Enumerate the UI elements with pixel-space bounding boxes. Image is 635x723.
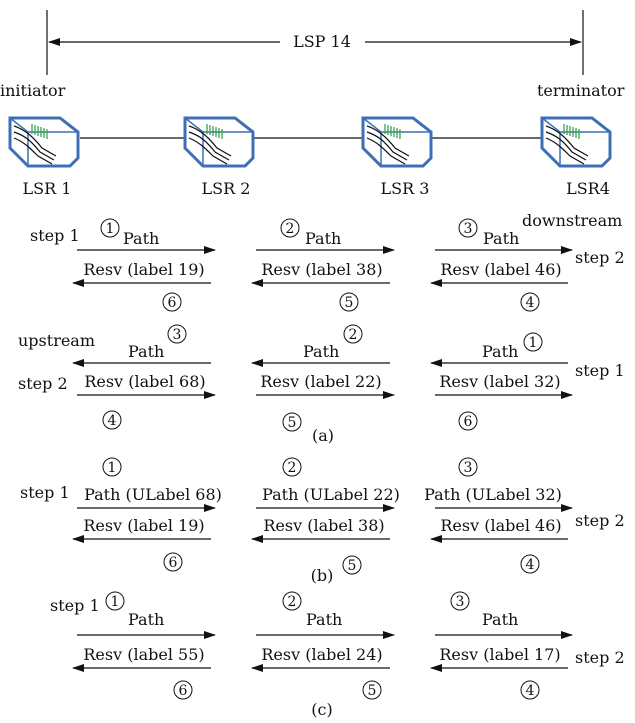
router-label-4: LSR4	[566, 179, 610, 198]
b-hop3-path: Path (ULabel 32)	[424, 485, 562, 504]
a-bottom-hop2-path: Path	[303, 342, 339, 361]
a-top-left-step: step 1	[30, 226, 80, 245]
b-right-step: step 2	[575, 511, 625, 530]
a-bottom-hop3-path: Path	[482, 342, 518, 361]
b-hop2-resv: Resv (label 38)	[263, 516, 384, 535]
b-hop2-path: Path (ULabel 22)	[262, 485, 400, 504]
c-hop3-back-num: 4	[526, 683, 535, 699]
c-hop2-num: 2	[288, 594, 297, 610]
a-bottom-hop2-back-num: 5	[288, 415, 297, 431]
terminator-label: terminator	[537, 81, 625, 100]
b-hop3-step-badge	[458, 457, 478, 477]
c-hop1-resv: Resv (label 55)	[83, 645, 204, 664]
router-icon	[361, 116, 433, 168]
a-bottom-right-step: step 1	[575, 361, 625, 380]
a-top-hop3-path: Path	[483, 229, 519, 248]
c-hop1-path: Path	[128, 610, 164, 629]
a-top-hop2-num: 2	[286, 221, 295, 237]
b-hop1-step-badge	[102, 457, 122, 477]
a-bottom-hop2-num: 2	[349, 327, 358, 343]
c-left-step: step 1	[50, 596, 100, 615]
a-bottom-hop1-num: 3	[173, 327, 182, 343]
a-top-hop1-back-num: 6	[168, 295, 177, 311]
c-hop2-return-badge	[362, 680, 382, 700]
a-top-hop3-step-badge	[458, 218, 478, 238]
c-hop3-resv: Resv (label 17)	[439, 645, 560, 664]
a-bottom-left-note: upstream	[18, 331, 95, 350]
a-top-hop1-return-badge	[162, 292, 182, 312]
a-top-hop1-path: Path	[123, 229, 159, 248]
c-right-step: step 2	[575, 648, 625, 667]
a-bottom-hop1-return-badge	[102, 410, 122, 430]
c-hop2-back-num: 5	[368, 683, 377, 699]
b-hop3-resv: Resv (label 46)	[440, 516, 561, 535]
a-bottom-hop1-path: Path	[128, 342, 164, 361]
a-top-hop2-back-num: 5	[345, 295, 354, 311]
a-bottom-hop3-num: 1	[529, 335, 538, 351]
a-top-hop1-resv: Resv (label 19)	[83, 260, 204, 279]
b-hop1-return-badge	[163, 552, 183, 572]
b-hop2-num: 2	[288, 460, 297, 476]
a-bottom-hop2-step-badge	[343, 324, 363, 344]
a-label: (a)	[312, 426, 334, 445]
a-bottom-hop1-resv: Resv (label 68)	[84, 372, 205, 391]
c-hop1-num: 1	[111, 594, 120, 610]
b-left-step: step 1	[20, 483, 70, 502]
a-top-hop3-resv: Resv (label 46)	[440, 260, 561, 279]
lsp-label: LSP 14	[293, 32, 351, 51]
c-hop1-return-badge	[173, 680, 193, 700]
c-label: (c)	[311, 700, 332, 719]
router-label-2: LSR 2	[202, 179, 251, 198]
a-top-right-note: downstream	[522, 211, 622, 230]
a-top-hop2-resv: Resv (label 38)	[261, 260, 382, 279]
a-top-hop2-path: Path	[305, 229, 341, 248]
router-label-1: LSR 1	[23, 179, 72, 198]
b-hop3-return-badge	[520, 554, 540, 574]
a-bottom-hop3-return-badge	[458, 411, 478, 431]
c-hop1-step-badge	[105, 591, 125, 611]
a-bottom-left-step: step 2	[18, 374, 68, 393]
b-hop3-back-num: 4	[526, 557, 535, 573]
c-hop2-resv: Resv (label 24)	[261, 645, 382, 664]
a-top-hop2-return-badge	[339, 292, 359, 312]
a-top-hop3-back-num: 4	[526, 295, 535, 311]
b-hop1-path: Path (ULabel 68)	[84, 485, 222, 504]
a-bottom-hop3-back-num: 6	[464, 414, 473, 430]
router-icon	[8, 116, 80, 168]
a-top-hop2-step-badge	[280, 218, 300, 238]
b-hop1-back-num: 6	[169, 555, 178, 571]
c-hop1-back-num: 6	[179, 683, 188, 699]
b-hop2-step-badge	[282, 457, 302, 477]
b-hop2-back-num: 5	[348, 558, 357, 574]
a-top-hop3-return-badge	[520, 292, 540, 312]
c-hop3-num: 3	[456, 594, 465, 610]
a-top-hop1-step-badge	[100, 218, 120, 238]
b-hop3-num: 3	[464, 460, 473, 476]
a-bottom-hop3-resv: Resv (label 32)	[439, 372, 560, 391]
c-hop3-return-badge	[520, 680, 540, 700]
initiator-label: initiator	[0, 81, 66, 100]
c-hop3-path: Path	[482, 610, 518, 629]
c-hop2-path: Path	[306, 610, 342, 629]
a-bottom-hop3-step-badge	[523, 332, 543, 352]
b-hop1-resv: Resv (label 19)	[83, 516, 204, 535]
router-icon	[183, 116, 255, 168]
a-bottom-hop1-step-badge	[167, 324, 187, 344]
a-bottom-hop2-return-badge	[282, 412, 302, 432]
router-icon	[540, 116, 612, 168]
b-label: (b)	[311, 566, 334, 585]
a-top-hop3-num: 3	[464, 221, 473, 237]
c-hop3-step-badge	[450, 591, 470, 611]
a-top-hop1-num: 1	[106, 221, 115, 237]
b-hop2-return-badge	[342, 555, 362, 575]
a-bottom-hop1-back-num: 4	[108, 413, 117, 429]
a-bottom-hop2-resv: Resv (label 22)	[260, 372, 381, 391]
b-hop1-num: 1	[108, 460, 117, 476]
c-hop2-step-badge	[282, 591, 302, 611]
router-label-3: LSR 3	[381, 179, 430, 198]
a-top-right-step: step 2	[575, 248, 625, 267]
